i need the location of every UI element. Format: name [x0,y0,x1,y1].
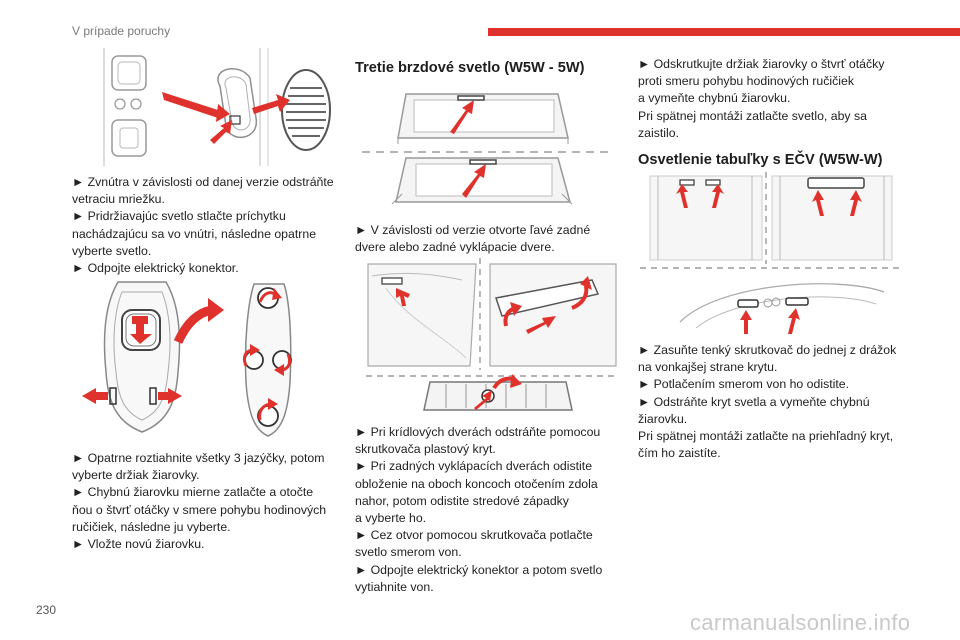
text-line: vyberte držiak žiarovky. [72,468,200,483]
text-line: ► Odpojte elektrický konektor. [72,261,239,276]
heading-licence-plate-light: Osvetlenie tabuľky s EČV (W5W-W) [638,152,883,168]
col3-text-block-2: ► Zasuňte tenký skrutkovač do jednej z d… [638,342,918,462]
text-line: Pri spätnej montáži zatlačte na priehľad… [638,429,894,444]
text-line: obloženie na oboch koncoch otočením zdol… [355,476,598,491]
col1-text-block-1: ► Zvnútra v závislosti od danej verzie o… [72,174,342,277]
col3-text-block-1: ► Odskrutkujte držiak žiarovky o štvrť o… [638,56,918,142]
header-accent-bar [488,28,960,36]
watermark: carmanualsonline.info [690,610,911,635]
text-line: a vyberte ho. [355,511,427,526]
page-number: 230 [36,603,57,617]
text-line: vytiahnite von. [355,579,434,594]
text-line: ► Chybnú žiarovku mierne zatlačte a otoč… [72,485,314,500]
figure-licence-plate-light [640,172,902,334]
text-line: ► Cez otvor pomocou skrutkovača potlačte [355,528,593,543]
figure-rear-doors-brake-light [362,82,612,212]
figure-bulb-holder [78,272,328,442]
col2-text-block-1: ► V závislosti od verzie otvorte ľavé za… [355,222,625,256]
text-line: svetlo smerom von. [355,545,462,560]
text-line: dvere alebo zadné vyklápacie dvere. [355,240,555,255]
text-line: vyberte svetlo. [72,243,152,258]
text-line: ► Odpojte elektrický konektor a potom sv… [355,562,603,577]
col2-text-block-2: ► Pri krídlových dverách odstráňte pomoc… [355,424,625,596]
col1-text-block-2: ► Opatrne roztiahnite všetky 3 jazýčky, … [72,450,342,553]
text-line: ► Opatrne roztiahnite všetky 3 jazýčky, … [72,451,325,465]
heading-third-brake-light: Tretie brzdové svetlo (W5W - 5W) [355,60,585,76]
figure-brake-light-cover-removal [366,258,618,414]
text-line: zaistilo. [638,125,680,140]
text-line: nachádzajúcu sa vo vnútri, následne opat… [72,226,317,241]
text-line: ► V závislosti od verzie otvorte ľavé za… [355,223,591,237]
text-line: čím ho zaistíte. [638,446,721,461]
text-line: proti smeru pohybu hodinových ručičiek [638,74,854,89]
text-line: ► Pridržiavajúc svetlo stlačte príchytku [72,209,286,224]
text-line: a vymeňte chybnú žiarovku. [638,91,791,106]
text-line: ► Zasuňte tenký skrutkovač do jednej z d… [638,343,897,357]
text-line: Pri spätnej montáži zatlačte svetlo, aby… [638,108,867,123]
text-line: nahor, potom odistite stredové západky [355,493,569,508]
text-line: ► Odskrutkujte držiak žiarovky o štvrť o… [638,57,885,71]
text-line: vetraciu mriežku. [72,192,165,207]
text-line: ► Pri zadných vyklápacích dverách odisti… [355,459,593,474]
text-line: ► Pri krídlových dverách odstráňte pomoc… [355,425,601,439]
figure-rear-lamp-removal [100,48,340,168]
text-line: na vonkajšej strane krytu. [638,360,778,375]
text-line: žiarovku. [638,411,688,426]
text-line: skrutkovača plastový kryt. [355,442,496,457]
text-line: ► Odstráňte kryt svetla a vymeňte chybnú [638,394,870,409]
text-line: ► Potlačením smerom von ho odistite. [638,377,850,392]
text-line: ► Zvnútra v závislosti od danej verzie o… [72,175,334,189]
section-title: V prípade poruchy [72,24,171,38]
text-line: ručičiek, následne ju vyberte. [72,519,231,534]
text-line: ► Vložte novú žiarovku. [72,537,205,552]
text-line: ňou o štvrť otáčky v smere pohybu hodino… [72,502,327,517]
